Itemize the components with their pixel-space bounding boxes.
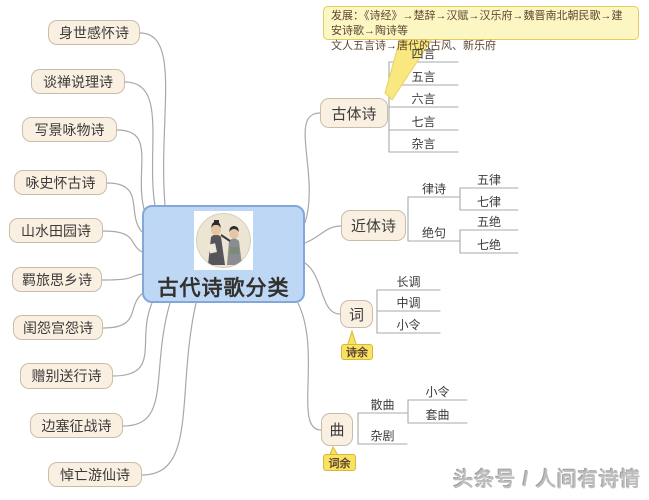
topic-daowang-youxian[interactable]: 悼亡游仙诗 — [48, 462, 142, 487]
topic-yongshi-huaigu[interactable]: 咏史怀古诗 — [14, 170, 107, 195]
callout-shiyu[interactable]: 诗余 — [341, 344, 373, 360]
root-title: 古代诗歌分类 — [157, 276, 290, 300]
leaf-sanqu[interactable]: 散曲 — [370, 398, 395, 412]
development-note[interactable]: 发展：《诗经》→楚辞→汉赋→汉乐府→魏晋南北朝民歌→建安诗歌→陶诗等 文人五言诗… — [323, 6, 639, 52]
topic-jintishi[interactable]: 近体诗 — [341, 210, 406, 241]
topic-shanshui-tianyuan[interactable]: 山水田园诗 — [9, 218, 103, 243]
leaf-lvshi[interactable]: 律诗 — [421, 182, 446, 196]
leaf-zaju[interactable]: 杂剧 — [370, 429, 395, 443]
topic-gutishi[interactable]: 古体诗 — [320, 98, 388, 128]
topic-jilv-sixiang[interactable]: 羁旅思乡诗 — [12, 267, 102, 292]
topic-tanchan-shuoli[interactable]: 谈禅说理诗 — [31, 69, 125, 94]
leaf-jueju[interactable]: 绝句 — [421, 226, 446, 240]
topic-biansai-zhengzhan[interactable]: 边塞征战诗 — [30, 413, 123, 438]
leaf-xiaoling-qu[interactable]: 小令 — [425, 385, 450, 399]
leaf-wujue[interactable]: 五绝 — [476, 215, 501, 229]
topic-shenshi-ganhuai[interactable]: 身世感怀诗 — [48, 20, 140, 45]
watermark: 头条号 / 人间有诗情 — [453, 469, 641, 491]
topic-ci[interactable]: 词 — [340, 300, 373, 328]
leaf-zhongdiao[interactable]: 中调 — [396, 296, 421, 310]
scholars-painting-icon — [194, 211, 253, 270]
leaf-qijue[interactable]: 七绝 — [476, 238, 501, 252]
root-node[interactable]: 古代诗歌分类 — [142, 205, 305, 303]
leaf-qiyan[interactable]: 七言 — [411, 115, 436, 129]
note-line-1: 发展：《诗经》→楚辞→汉赋→汉乐府→魏晋南北朝民歌→建安诗歌→陶诗等 — [331, 10, 623, 37]
topic-qu[interactable]: 曲 — [321, 413, 353, 446]
leaf-liuyan[interactable]: 六言 — [411, 92, 436, 106]
topic-zengbie-songxing[interactable]: 赠别送行诗 — [20, 363, 113, 389]
leaf-changdiao[interactable]: 长调 — [396, 275, 421, 289]
leaf-wuyan[interactable]: 五言 — [411, 70, 436, 84]
topic-guiyuan-gongyuan[interactable]: 闺怨宫怨诗 — [13, 315, 103, 340]
leaf-siyan[interactable]: 四言 — [411, 47, 436, 61]
topic-xiejing-yongwu[interactable]: 写景咏物诗 — [22, 117, 117, 142]
note-line-2: 文人五言诗→唐代的古风、新乐府 — [331, 40, 496, 52]
leaf-wulv[interactable]: 五律 — [476, 173, 501, 187]
leaf-taoqu[interactable]: 套曲 — [425, 408, 450, 422]
callout-ciyu[interactable]: 词余 — [323, 454, 356, 471]
leaf-qilv[interactable]: 七律 — [476, 195, 501, 209]
leaf-zayan[interactable]: 杂言 — [411, 137, 436, 151]
leaf-xiaoling-ci[interactable]: 小令 — [396, 318, 421, 332]
